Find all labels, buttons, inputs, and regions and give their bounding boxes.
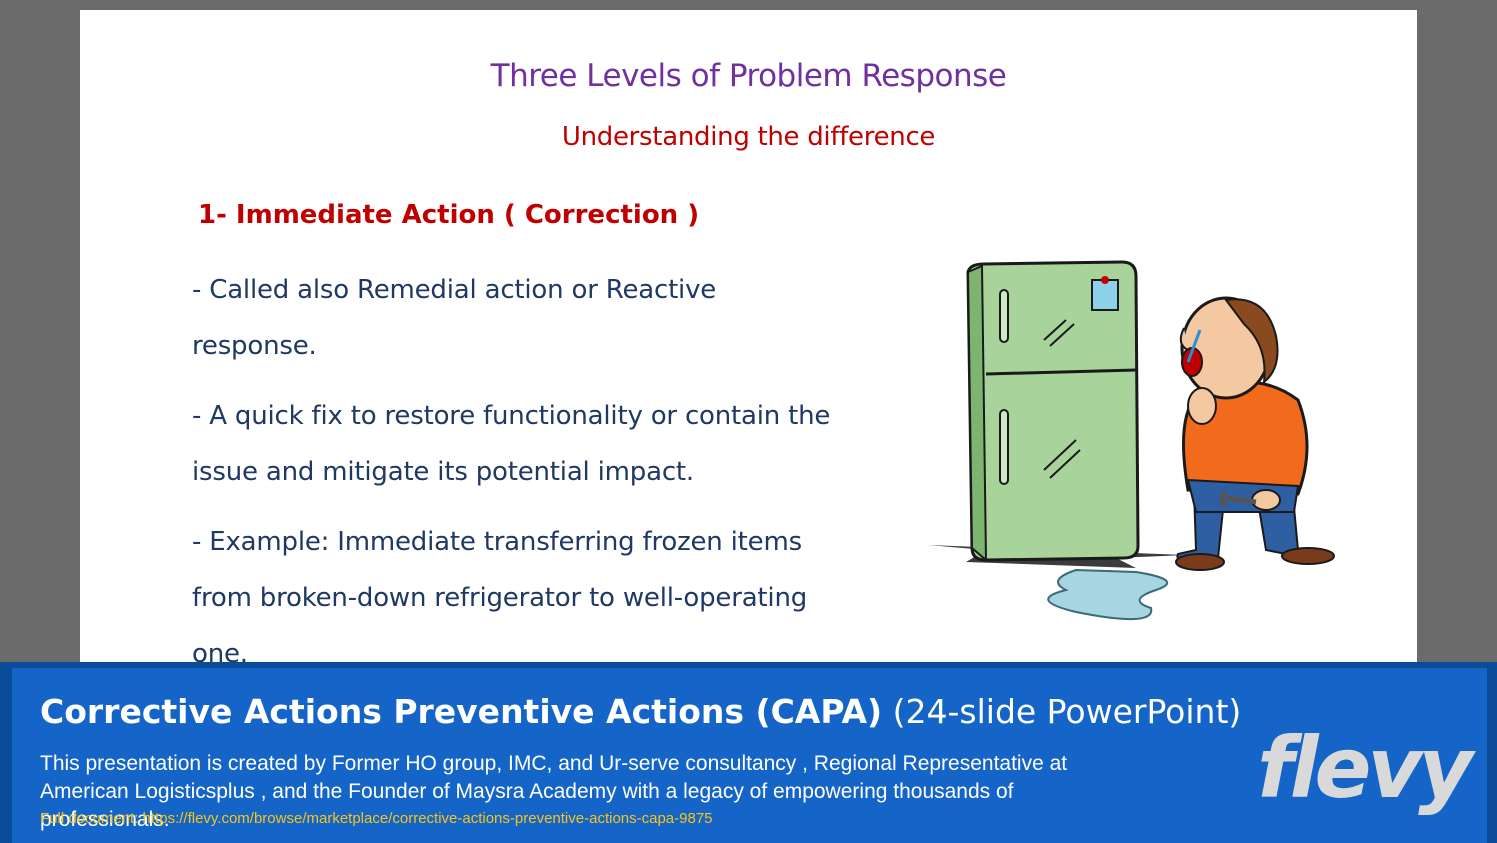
slide: Three Levels of Problem Response Underst… bbox=[80, 10, 1417, 670]
full-document-link[interactable]: Full document: https://flevy.com/browse/… bbox=[40, 810, 713, 827]
refrigerator-illustration bbox=[928, 260, 1335, 621]
flevy-logo[interactable]: flevy bbox=[1257, 719, 1473, 817]
water-puddle bbox=[1047, 568, 1169, 621]
document-title: Corrective Actions Preventive Actions (C… bbox=[40, 692, 1241, 731]
bullet-item: - A quick fix to restore functionality o… bbox=[192, 401, 831, 487]
bullet-item: - Called also Remedial action or Reactiv… bbox=[192, 275, 717, 361]
slide-subtitle: Understanding the difference bbox=[561, 122, 936, 152]
document-title-main: Corrective Actions Preventive Actions (C… bbox=[40, 692, 883, 731]
crying-man bbox=[1175, 296, 1335, 571]
banner-panel: Corrective Actions Preventive Actions (C… bbox=[12, 668, 1487, 843]
section-heading: 1- Immediate Action ( Correction ) bbox=[198, 200, 700, 230]
promo-banner: Corrective Actions Preventive Actions (C… bbox=[0, 662, 1497, 843]
slide-title: Three Levels of Problem Response bbox=[490, 58, 1007, 94]
document-description: This presentation is created by Former H… bbox=[40, 752, 1068, 831]
bullet-list: - Called also Remedial action or Reactiv… bbox=[192, 262, 842, 670]
refrigerator bbox=[966, 260, 1140, 563]
bullet-item: - Example: Immediate transferring frozen… bbox=[192, 527, 808, 669]
document-title-format: (24-slide PowerPoint) bbox=[892, 692, 1242, 731]
